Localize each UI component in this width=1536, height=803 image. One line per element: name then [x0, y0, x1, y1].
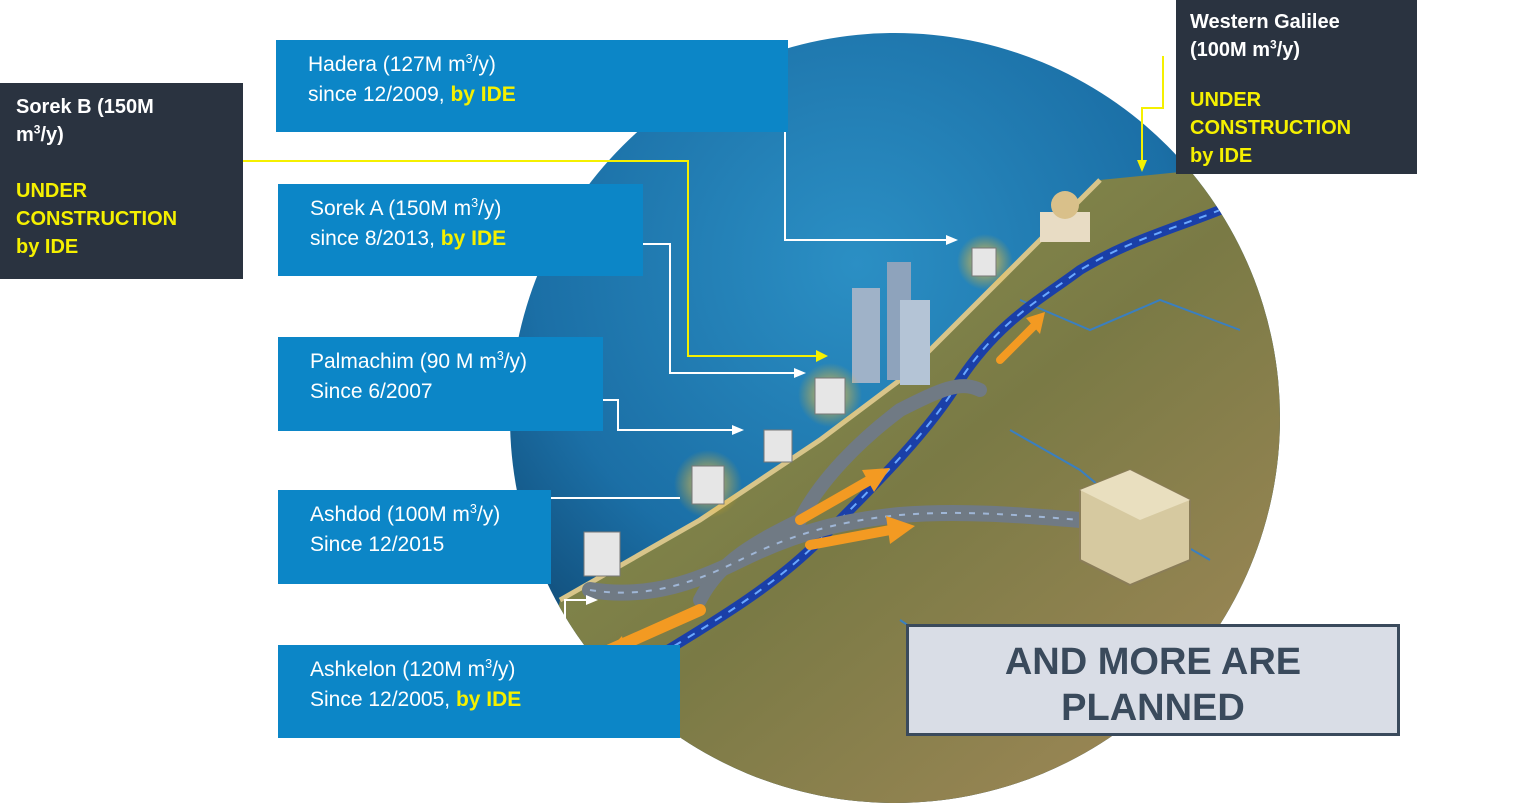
more-planned-box: AND MORE ARE PLANNED	[906, 624, 1400, 736]
plant-name: Palmachim (90 M m	[310, 350, 497, 373]
plant-label-sorek-a: Sorek A (150M m3/y) since 8/2013, by IDE	[278, 184, 643, 276]
desalination-plant-icon	[583, 531, 621, 577]
plant-label-ashdod: Ashdod (100M m3/y) Since 12/2015	[278, 490, 551, 584]
city-towers-icon	[900, 300, 930, 385]
sorek-b-capacity: m	[16, 124, 34, 146]
plant-builder: by IDE	[440, 227, 507, 250]
plant-name: Ashkelon (120M m	[310, 658, 486, 681]
plant-label-palmachim: Palmachim (90 M m3/y) Since 6/2007	[278, 337, 603, 431]
reservoir-roof	[1080, 470, 1190, 520]
sorek-b-box: Sorek B (150M m3/y) UNDER CONSTRUCTION b…	[0, 83, 243, 279]
pipeline-flow	[589, 511, 1081, 594]
shrine-dome	[1051, 191, 1079, 219]
status-under: UNDER	[1190, 89, 1262, 111]
unit-superscript: 3	[485, 657, 493, 671]
plant-builder: by IDE	[455, 688, 522, 711]
city-towers-icon	[852, 288, 880, 383]
plant-name-end: /y)	[478, 197, 502, 220]
status-by-ide: by IDE	[16, 236, 79, 258]
flow-arrow-icon	[604, 604, 706, 656]
pipeline-icon	[693, 379, 987, 607]
unit-superscript: 3	[465, 52, 473, 66]
desalination-plant-icon	[971, 247, 997, 277]
flow-arrow-head	[862, 468, 890, 492]
plant-since: Since 6/2007	[310, 380, 433, 403]
western-galilee-capacity-end: /y)	[1276, 39, 1301, 61]
unit-superscript: 3	[471, 196, 479, 210]
unit-superscript: 3	[496, 349, 504, 363]
water-line	[1019, 298, 1241, 332]
western-galilee-title: Western Galilee	[1190, 11, 1340, 33]
plant-since: since 8/2013,	[310, 227, 441, 250]
plant-builder: by IDE	[450, 83, 516, 106]
sorek-b-connector	[200, 160, 820, 357]
plant-since: since 12/2009,	[308, 83, 451, 106]
sorek-b-capacity-end: /y)	[40, 124, 64, 146]
unit-superscript: 3	[1270, 37, 1277, 52]
plant-name-end: /y)	[476, 503, 501, 526]
plant-name: Ashdod (100M m	[310, 503, 470, 526]
plant-name-end: /y)	[492, 658, 516, 681]
western-galilee-capacity: (100M m	[1190, 39, 1271, 61]
status-construction: CONSTRUCTION	[16, 208, 178, 230]
status-by-ide: by IDE	[1190, 145, 1253, 167]
status-construction: CONSTRUCTION	[1190, 117, 1352, 139]
plant-label-hadera: Hadera (127M m3/y) since 12/2009, by IDE	[276, 40, 788, 132]
plant-since: Since 12/2005,	[310, 688, 456, 711]
plant-name: Sorek A (150M m	[310, 197, 472, 220]
desalination-plant-icon	[814, 377, 846, 415]
unit-superscript: 3	[469, 502, 477, 516]
unit-superscript: 3	[33, 122, 41, 137]
flow-arrow-icon	[996, 321, 1039, 364]
planned-line-1: AND MORE ARE	[1004, 641, 1302, 683]
western-galilee-box: Western Galilee (100M m3/y) UNDER CONSTR…	[1176, 0, 1417, 174]
western-galilee-connector	[1141, 56, 1164, 164]
flow-arrow-head	[1026, 312, 1045, 334]
desalination-plant-icon	[691, 465, 725, 505]
plant-name-end: /y)	[503, 350, 528, 373]
desalination-plant-icon	[763, 429, 793, 463]
sorek-b-title: Sorek B (150M	[16, 96, 154, 118]
status-under: UNDER	[16, 180, 88, 202]
flow-arrow-head	[886, 516, 915, 544]
plant-name-end: /y)	[472, 53, 496, 76]
desalination-plants	[583, 234, 1013, 577]
flow-arrow-icon	[805, 525, 895, 550]
flow-arrow-icon	[795, 475, 875, 525]
plant-name: Hadera (127M m	[308, 53, 466, 76]
plant-since: Since 12/2015	[310, 533, 445, 556]
planned-line-2: PLANNED	[1061, 687, 1245, 729]
plant-label-ashkelon: Ashkelon (120M m3/y) Since 12/2005, by I…	[278, 645, 680, 738]
